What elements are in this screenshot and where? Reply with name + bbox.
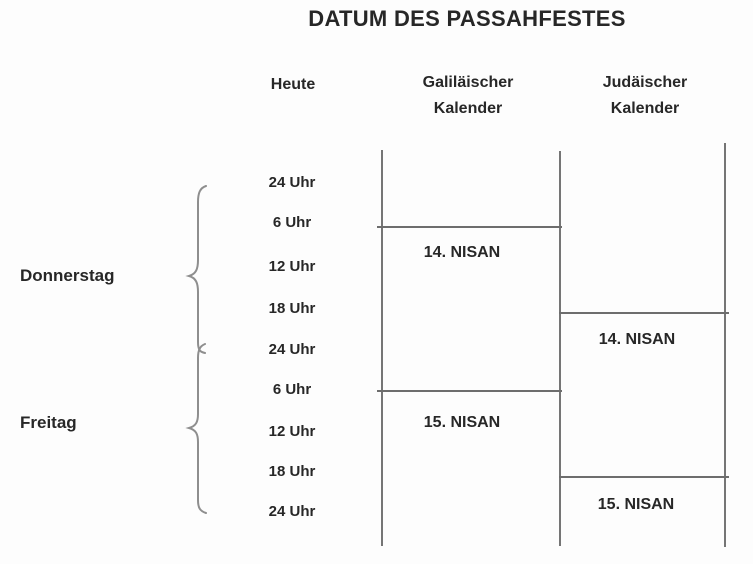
diagram-title: DATUM DES PASSAHFESTES xyxy=(308,6,626,31)
judean-column-right-line xyxy=(724,143,726,547)
column-header-galilean-line1: Galiläischer xyxy=(422,74,514,91)
galilean-nisan15-start-line xyxy=(377,390,562,392)
column-header-galilean: Galiläischer Kalender xyxy=(398,70,538,122)
time-label-mid-24: 24 Uhr xyxy=(268,341,316,358)
column-header-judean-line1: Judäischer xyxy=(602,74,688,91)
donnerstag-brace xyxy=(185,185,207,354)
time-label-thu-18: 18 Uhr xyxy=(268,300,316,317)
galilean-nisan15-label: 15. NISAN xyxy=(423,414,501,431)
time-label-thu-24: 24 Uhr xyxy=(268,174,316,191)
judean-nisan14-start-line xyxy=(559,312,729,314)
column-header-galilean-line2: Kalender xyxy=(433,100,503,117)
freitag-brace xyxy=(185,343,207,514)
time-label-fri-18: 18 Uhr xyxy=(268,463,316,480)
judean-nisan15-start-line xyxy=(559,476,729,478)
column-header-judean-line2: Kalender xyxy=(610,100,680,117)
time-label-thu-12: 12 Uhr xyxy=(268,258,316,275)
day-label-donnerstag: Donnerstag xyxy=(20,266,115,285)
judean-nisan15-label: 15. NISAN xyxy=(597,496,675,513)
time-label-fri-6: 6 Uhr xyxy=(272,381,312,398)
column-divider-line xyxy=(559,151,561,546)
column-header-judean: Judäischer Kalender xyxy=(575,70,715,122)
galilean-column-left-line xyxy=(381,150,383,546)
time-label-thu-6: 6 Uhr xyxy=(272,214,312,231)
galilean-nisan14-label: 14. NISAN xyxy=(423,244,501,261)
judean-nisan14-label: 14. NISAN xyxy=(598,331,676,348)
time-label-fri-12: 12 Uhr xyxy=(268,423,316,440)
galilean-nisan14-start-line xyxy=(377,226,562,228)
day-label-freitag: Freitag xyxy=(20,413,77,432)
time-label-fri-24: 24 Uhr xyxy=(268,503,316,520)
column-header-heute: Heute xyxy=(270,76,316,93)
